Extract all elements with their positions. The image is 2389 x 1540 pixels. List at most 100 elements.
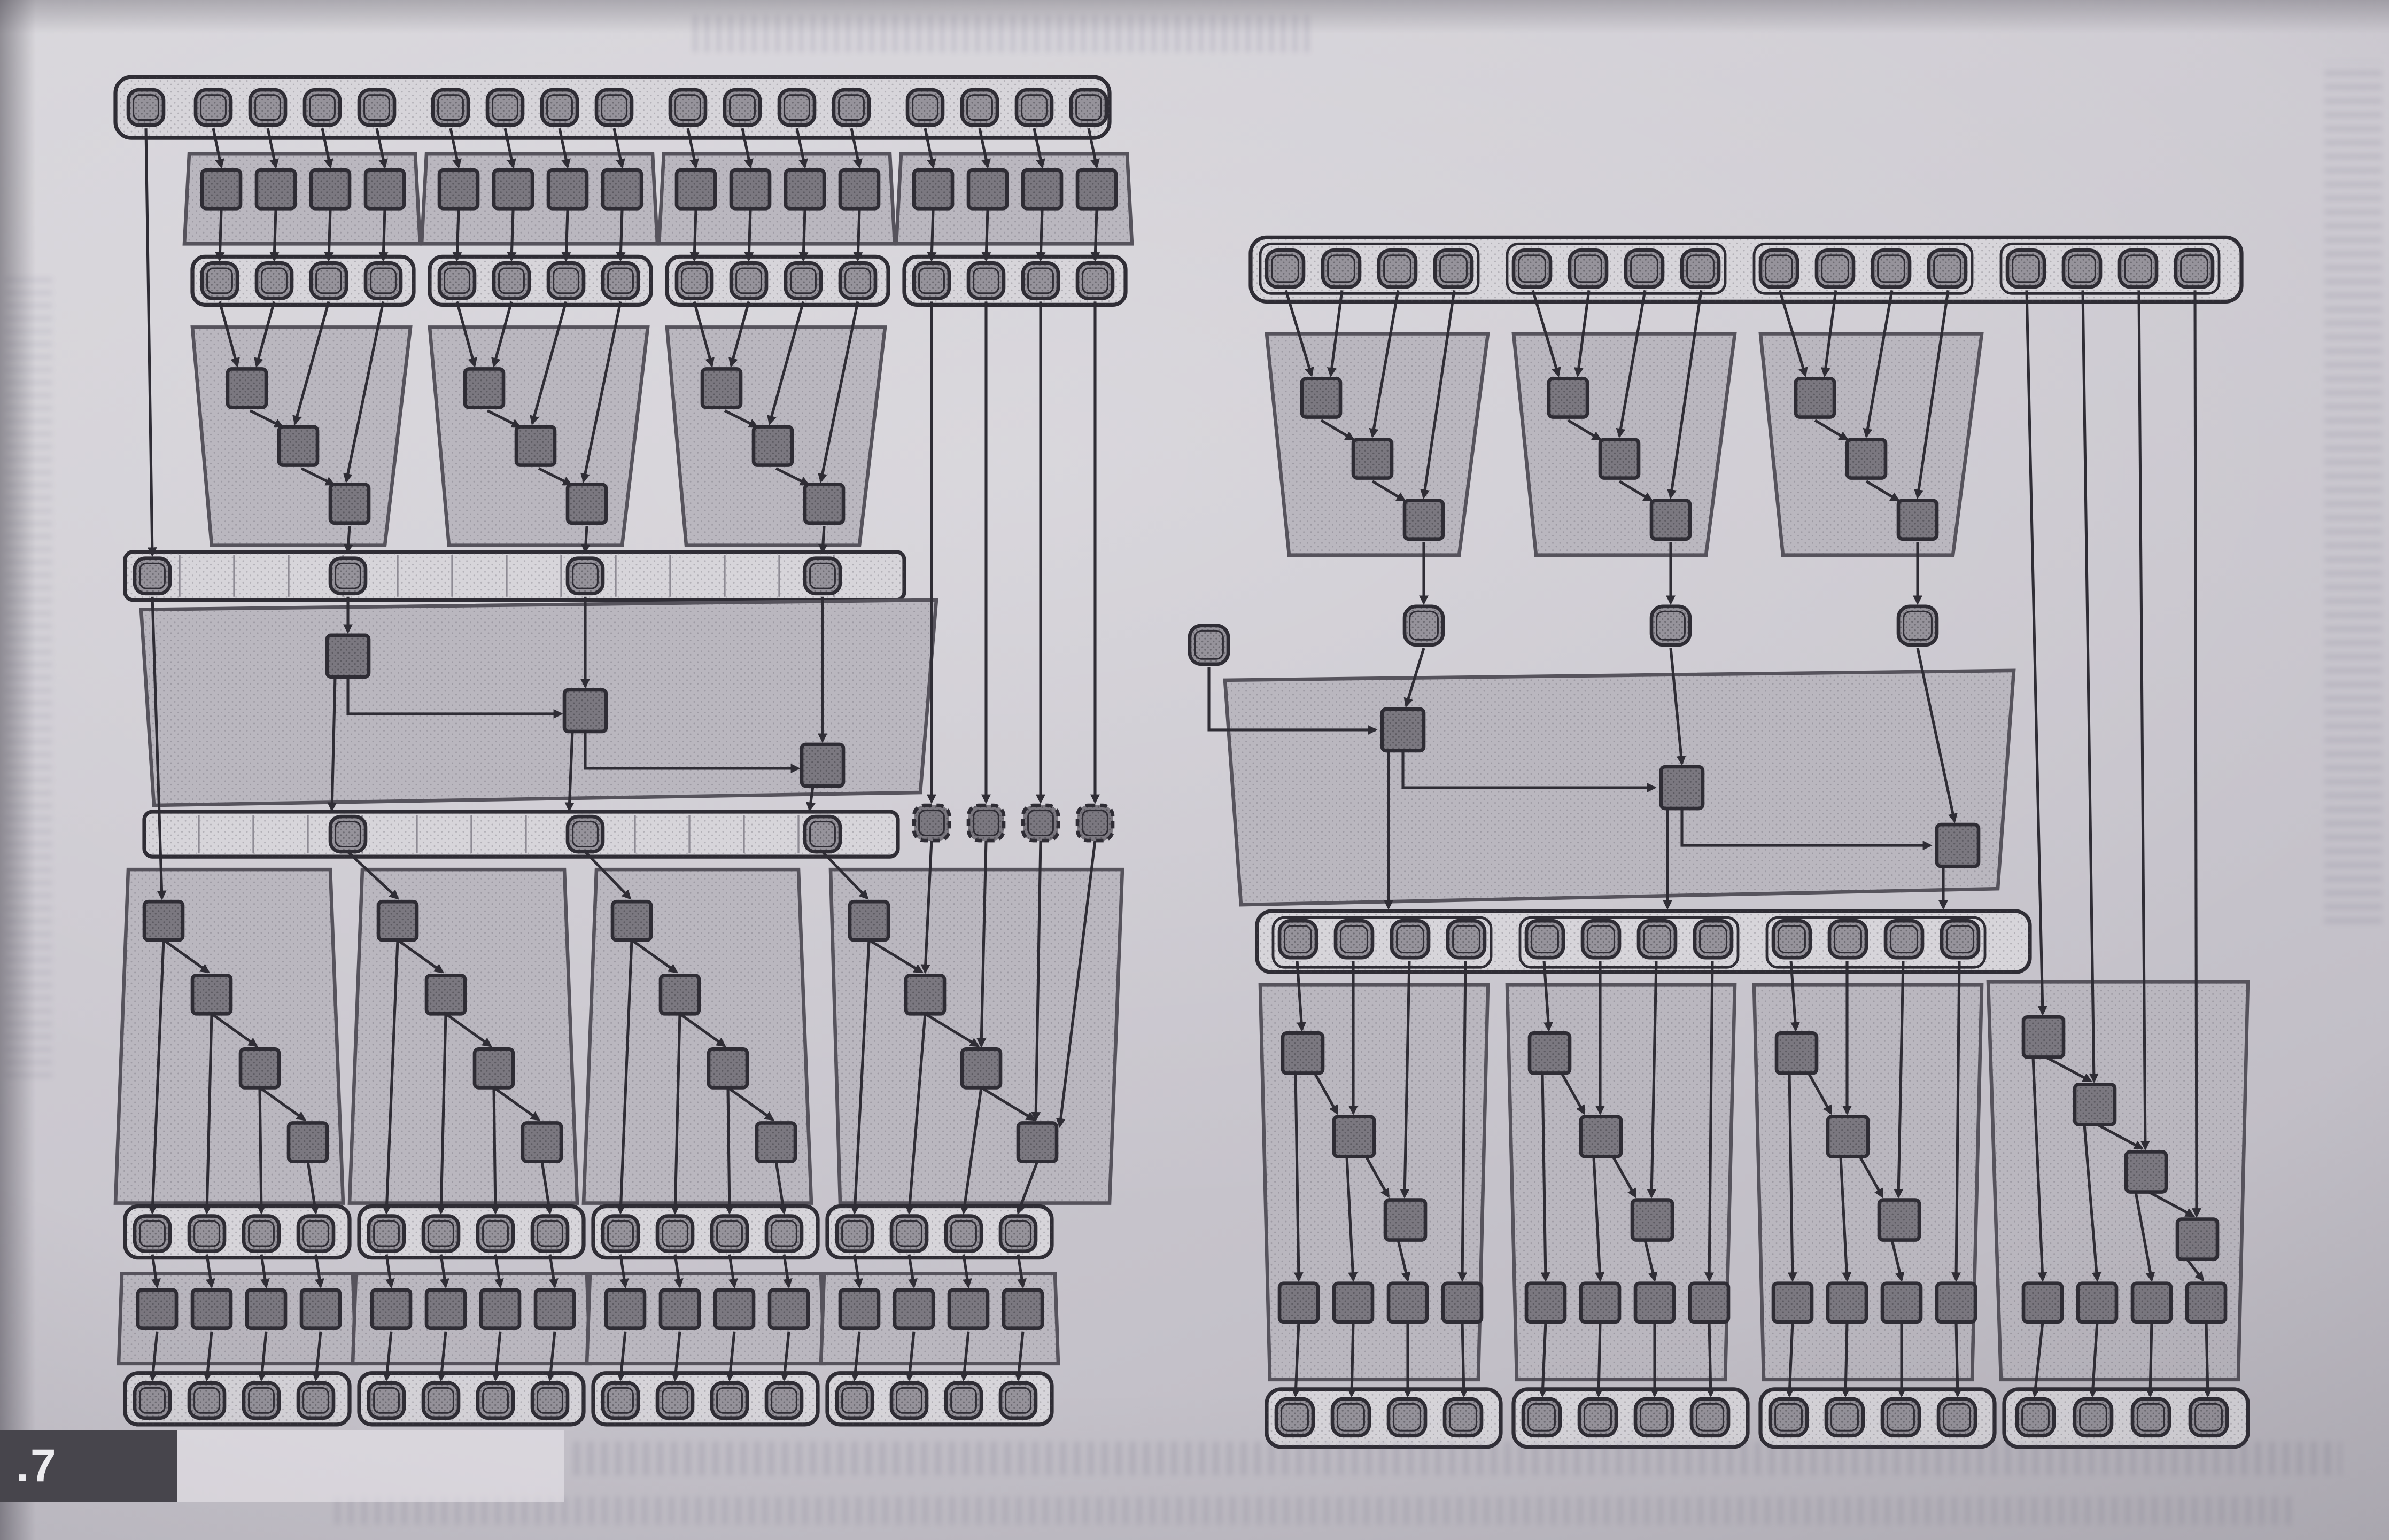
edge bbox=[205, 1254, 215, 1289]
edge bbox=[1293, 1073, 1304, 1282]
edge bbox=[1327, 290, 1344, 378]
edge bbox=[1207, 667, 1378, 735]
edge bbox=[558, 128, 571, 169]
edge bbox=[439, 1254, 449, 1289]
edge bbox=[203, 1331, 213, 1382]
edge bbox=[2191, 290, 2201, 1218]
edge bbox=[1296, 961, 1306, 1032]
edge bbox=[1841, 1321, 1851, 1398]
edge bbox=[2134, 1192, 2155, 1282]
edge bbox=[1789, 961, 1800, 1032]
edge bbox=[584, 851, 632, 900]
edge bbox=[2137, 290, 2150, 1151]
edge bbox=[725, 1331, 736, 1382]
edge bbox=[868, 939, 924, 974]
group-outline bbox=[1752, 242, 1974, 295]
edge bbox=[1364, 1156, 1390, 1199]
edge bbox=[300, 467, 336, 486]
edge bbox=[741, 128, 754, 169]
edge bbox=[306, 1161, 320, 1215]
edge bbox=[853, 1254, 863, 1289]
edge bbox=[292, 301, 330, 426]
edge bbox=[564, 731, 575, 812]
edge bbox=[2185, 1258, 2205, 1282]
section-header-band bbox=[176, 1430, 564, 1502]
edge bbox=[724, 409, 759, 428]
edge bbox=[343, 526, 353, 554]
edge bbox=[905, 1014, 927, 1215]
edge bbox=[671, 1331, 681, 1382]
edge bbox=[211, 1013, 258, 1047]
edge bbox=[2030, 1321, 2044, 1398]
edge bbox=[266, 128, 279, 169]
edge bbox=[1669, 648, 1686, 766]
edge bbox=[561, 210, 571, 262]
edge bbox=[2031, 1057, 2047, 1282]
edge bbox=[215, 210, 225, 262]
edge bbox=[162, 939, 210, 974]
edge bbox=[1951, 961, 1961, 1282]
edge bbox=[2083, 1124, 2101, 1282]
edge bbox=[1647, 961, 1658, 1199]
edge bbox=[1704, 961, 1715, 1282]
edge bbox=[346, 676, 563, 719]
edge bbox=[924, 128, 936, 169]
edge bbox=[2202, 1321, 2213, 1398]
edge bbox=[1594, 1321, 1604, 1398]
edge bbox=[540, 1161, 554, 1215]
edge bbox=[1778, 290, 1808, 377]
edge bbox=[1403, 648, 1425, 708]
edge bbox=[436, 1014, 447, 1215]
edge bbox=[2025, 290, 2047, 1016]
edge bbox=[218, 301, 240, 368]
edge bbox=[727, 1086, 774, 1121]
edge bbox=[2096, 1123, 2144, 1150]
edge bbox=[148, 940, 165, 1215]
edge bbox=[959, 1331, 970, 1382]
edge bbox=[616, 1331, 627, 1382]
section-number: .7 bbox=[16, 1440, 58, 1492]
edge bbox=[530, 301, 568, 426]
edge bbox=[507, 210, 517, 262]
edge bbox=[486, 409, 522, 428]
edge bbox=[343, 301, 385, 484]
edge bbox=[1863, 290, 1894, 439]
edge bbox=[1643, 1240, 1658, 1282]
edge bbox=[1400, 961, 1411, 1199]
edge bbox=[151, 596, 167, 900]
edge bbox=[780, 1331, 790, 1382]
edge bbox=[1371, 480, 1407, 502]
edge bbox=[976, 841, 988, 1048]
edge bbox=[2081, 290, 2099, 1084]
edge bbox=[962, 1254, 972, 1289]
edge bbox=[1894, 961, 1905, 1199]
edge bbox=[767, 301, 805, 426]
edge bbox=[905, 1331, 916, 1382]
edge bbox=[670, 1014, 681, 1215]
group-outline bbox=[1518, 916, 1740, 969]
edge bbox=[744, 210, 754, 262]
group-outline bbox=[1259, 242, 1480, 295]
edge bbox=[978, 128, 991, 169]
edge bbox=[327, 676, 337, 812]
edge bbox=[1033, 128, 1045, 169]
edge bbox=[1618, 480, 1654, 502]
edge bbox=[324, 210, 334, 262]
edge bbox=[584, 731, 801, 774]
edge bbox=[260, 1254, 270, 1289]
edge bbox=[927, 210, 937, 262]
edge bbox=[212, 128, 224, 169]
edge bbox=[981, 210, 991, 262]
edge bbox=[1397, 1240, 1411, 1282]
edge bbox=[1347, 1321, 1357, 1398]
edge bbox=[2088, 1321, 2099, 1398]
edge bbox=[724, 1087, 734, 1215]
edge bbox=[493, 1086, 540, 1121]
edge bbox=[2145, 1321, 2155, 1398]
edge bbox=[1560, 1072, 1586, 1115]
edge bbox=[1914, 290, 1950, 500]
edge bbox=[924, 1013, 980, 1047]
edge bbox=[254, 301, 276, 368]
edge bbox=[1531, 290, 1561, 377]
